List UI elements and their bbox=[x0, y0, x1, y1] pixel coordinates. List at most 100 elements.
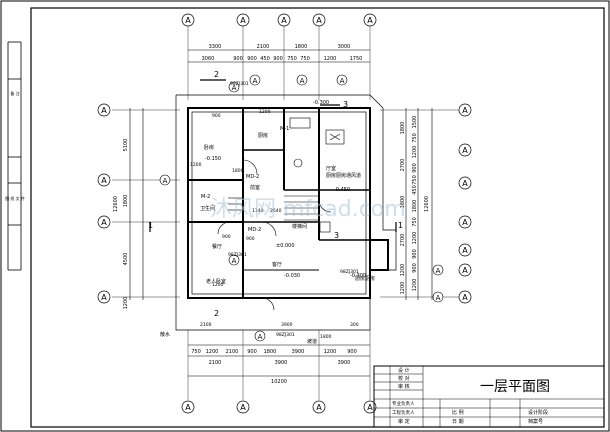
axis-bubble-label: A bbox=[240, 16, 246, 25]
dimension-lines bbox=[129, 49, 433, 377]
dim-text: 4500 bbox=[123, 253, 129, 266]
dim-text: 1200 bbox=[123, 297, 129, 310]
axis-bubble-label: A bbox=[101, 176, 107, 185]
dim-text: 1200 bbox=[206, 349, 219, 355]
callouts: 98ZJ301 98ZJ301 98ZJ301 98ZJ301 bbox=[228, 81, 359, 338]
door-tag: M-2 bbox=[201, 194, 210, 200]
dim-text: 2100 bbox=[257, 44, 270, 50]
dim-text: 1200 bbox=[412, 146, 418, 159]
left-axis-bubbles: A A A A A bbox=[97, 103, 171, 304]
title-row-label: 校 对 bbox=[398, 375, 410, 382]
axis-bubble-label: A bbox=[316, 16, 322, 25]
dim-text: 1200 bbox=[412, 279, 418, 292]
axis-bubble-label: A bbox=[340, 77, 345, 85]
door-tag: MD-2 bbox=[248, 227, 261, 233]
dim-text: 900 bbox=[273, 56, 283, 62]
dim-text: 1200 bbox=[190, 162, 202, 168]
room-label: 厨房厨房 bbox=[355, 275, 375, 282]
dim-text: 1200 bbox=[324, 56, 337, 62]
section-mark: 3 bbox=[343, 100, 348, 109]
dim-text: 1140 bbox=[252, 208, 264, 214]
level-mark: -0.300 bbox=[350, 273, 366, 279]
dim-text: 900 bbox=[412, 163, 418, 173]
axis-bubble-label: A bbox=[462, 218, 468, 227]
dim-text: 2100 bbox=[226, 349, 239, 355]
title-row-label: 设计阶段 bbox=[528, 409, 548, 416]
callout: 98ZJ301 bbox=[340, 269, 359, 275]
callout: 98ZJ301 bbox=[230, 81, 249, 87]
dim-text: 750 bbox=[191, 349, 201, 355]
axis-bubble-label: A bbox=[185, 16, 191, 25]
level-marks: -0.300 -0.150 -0.450 ±0.000 -0.030 -0.30… bbox=[205, 100, 366, 279]
dim-text: 2640 bbox=[270, 208, 282, 214]
axis-bubble-label: A bbox=[232, 257, 237, 265]
axis-bubble-label: A bbox=[462, 246, 468, 255]
dim-text: 5100 bbox=[123, 139, 129, 152]
dim-text: 1800 bbox=[400, 196, 406, 209]
title-row-label: 审 定 bbox=[398, 418, 410, 425]
dim-text: 1200 bbox=[259, 109, 271, 115]
watermark-text: 沐风网 mfcad.com bbox=[210, 197, 406, 222]
dim-text: 2700 bbox=[400, 234, 406, 247]
dim-text: 1200 bbox=[324, 349, 337, 355]
axis-bubble-label: A bbox=[367, 16, 373, 25]
room-labels: 卧房 厨房 厅室 卫生间 客厅 老人卧室 餐厅 楼梯间 厨房厨房 前室 厨房厨房… bbox=[200, 132, 375, 285]
axis-bubble-label: A bbox=[436, 294, 441, 302]
inner-axis-bubbles: A A bbox=[228, 81, 240, 266]
right-dimensions: 1800 2700 1800 2700 1200 1200 1500 750 1… bbox=[400, 116, 430, 295]
dim-text: 900 bbox=[412, 263, 418, 273]
dim-text: 750 bbox=[412, 217, 418, 227]
dim-text: 1800 bbox=[123, 195, 129, 208]
dim-text: 3900 bbox=[338, 360, 351, 366]
level-mark: -0.150 bbox=[205, 156, 221, 162]
dim-text: 900 bbox=[246, 236, 255, 242]
dim-text: 900 bbox=[347, 349, 357, 355]
strip-label-a: 备 注 bbox=[10, 90, 19, 96]
fixtures bbox=[289, 117, 345, 233]
note-text: 坡道 bbox=[307, 338, 317, 345]
title-row-label: 日 期 bbox=[452, 419, 464, 425]
dim-text: 3300 bbox=[209, 44, 222, 50]
dim-text: 2700 bbox=[400, 159, 406, 172]
room-label: 前室 bbox=[250, 184, 260, 191]
dim-text: 10200 bbox=[271, 379, 287, 385]
dim-text: 750 bbox=[300, 56, 310, 62]
axis-bubble-label: A bbox=[232, 84, 237, 92]
strip-label-b: 图 纸 文 件 bbox=[5, 195, 25, 201]
axis-bubble-label: A bbox=[253, 77, 258, 85]
door-tags: MD-2 MD-2 M-2 M-1 bbox=[201, 126, 289, 233]
axis-bubble-label: A bbox=[462, 179, 468, 188]
notes: 散水 坡道 bbox=[160, 331, 317, 345]
title-row-label: 档案号 bbox=[528, 418, 543, 425]
room-label: 卧房 bbox=[204, 144, 214, 151]
axis-lines bbox=[112, 26, 465, 400]
note-text: 散水 bbox=[160, 331, 170, 338]
dim-text: 900 bbox=[233, 56, 243, 62]
door-tag: MD-2 bbox=[246, 174, 259, 180]
section-mark: 3 bbox=[334, 231, 339, 240]
axis-bubble-label: A bbox=[101, 218, 107, 227]
right-axis-bubbles: A A A A A A A A A bbox=[432, 103, 472, 304]
bottom-dimensions: 750 1200 2100 900 1800 3900 1200 900 210… bbox=[191, 349, 357, 385]
dim-text: 1200 bbox=[212, 282, 224, 288]
dim-text: 1800 bbox=[412, 200, 418, 213]
callout: 98ZJ301 bbox=[276, 332, 295, 338]
dim-text: 450 bbox=[260, 56, 270, 62]
axis-bubble-label: A bbox=[281, 16, 287, 25]
axis-bubble-label: A bbox=[462, 106, 468, 115]
section-marks: 2 3 1 1 2 3 bbox=[148, 70, 403, 318]
room-label: 厨房厨房通风道 bbox=[326, 172, 361, 179]
dim-text: 900 bbox=[247, 349, 257, 355]
axis-bubble-label: A bbox=[436, 267, 441, 275]
dim-text: 300 bbox=[350, 322, 359, 328]
dim-text: 900 bbox=[222, 234, 231, 240]
axis-bubble-label: A bbox=[300, 77, 305, 85]
axis-bubble-label: A bbox=[163, 177, 168, 185]
dim-text: 750 bbox=[287, 56, 297, 62]
dim-text: 750 bbox=[412, 133, 418, 143]
dim-text: 900 bbox=[247, 56, 257, 62]
left-dimensions: 5100 1800 4500 1200 12600 bbox=[113, 139, 129, 310]
dim-text: 1200 bbox=[412, 232, 418, 245]
dim-text: 450 bbox=[412, 185, 418, 195]
